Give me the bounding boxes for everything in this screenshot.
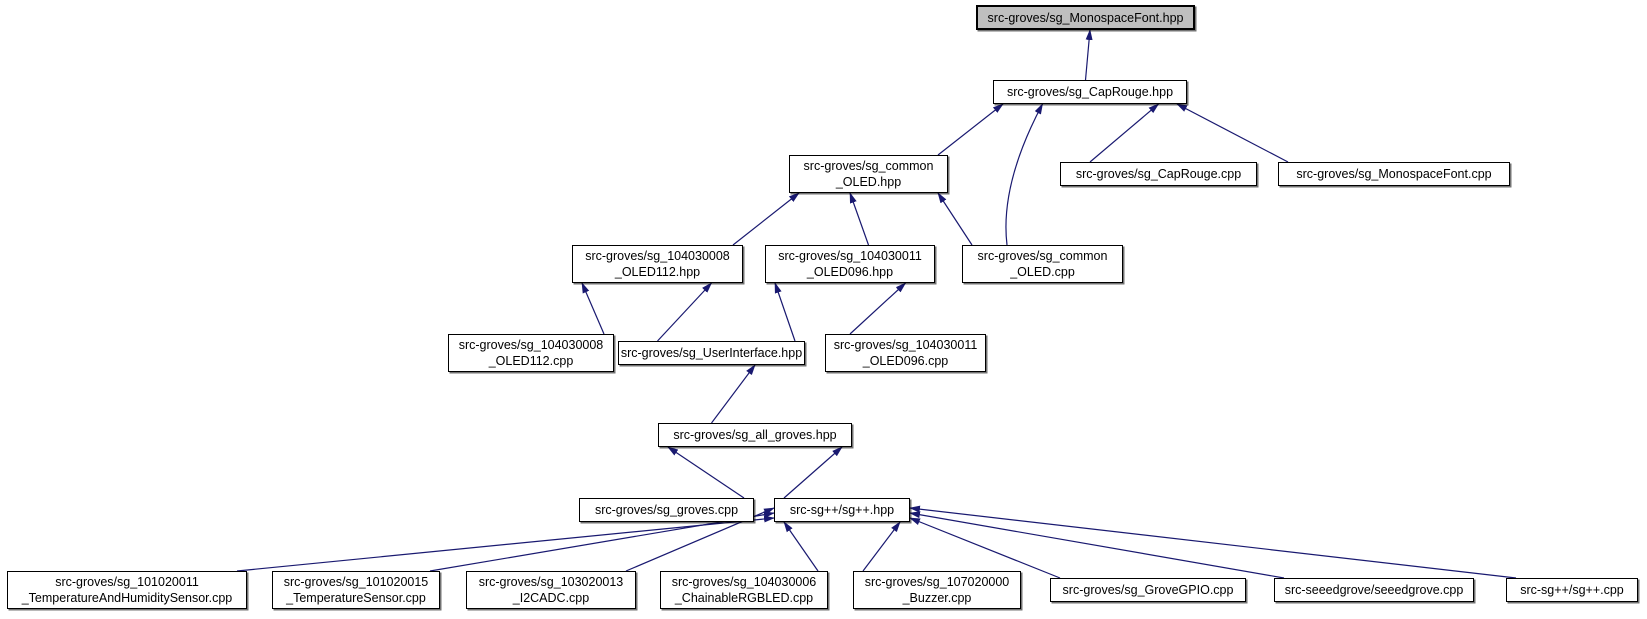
graph-node-t7[interactable]: src-seeedgrove/seeedgrove.cpp (1274, 578, 1474, 602)
node-label-line: _OLED.hpp (835, 175, 902, 189)
node-label-line: _Buzzer.cpp (902, 591, 972, 605)
node-label-line: src-groves/sg_101020011 (55, 575, 199, 589)
node-label-line: src-groves/sg_104030006 (671, 575, 817, 589)
node-label-line: src-groves/sg_GroveGPIO.cpp (1062, 583, 1234, 597)
node-label-line: _TemperatureAndHumiditySensor.cpp (21, 591, 233, 605)
node-label-line: src-groves/sg_UserInterface.hpp (620, 346, 803, 360)
node-label-line: _OLED.cpp (1010, 265, 1075, 279)
edge-t5-to-sgpp_hpp (862, 521, 901, 572)
node-label-line: src-groves/sg_104030008 (458, 338, 604, 352)
graph-node-t8[interactable]: src-sg++/sg++.cpp (1506, 578, 1638, 602)
graph-node-msf_hpp[interactable]: src-groves/sg_MonospaceFont.hpp (976, 5, 1195, 30)
edge-ui_hpp-to-o096_hpp (774, 282, 796, 342)
edge-cr_hpp-to-msf_hpp (1084, 29, 1093, 81)
graph-node-ag_hpp[interactable]: src-groves/sg_all_groves.hpp (658, 423, 852, 447)
node-label-line: src-groves/sg_107020000 (864, 575, 1010, 589)
edge-msf_cpp-to-cr_hpp (1176, 103, 1289, 163)
node-label-line: src-groves/sg_104030011 (833, 338, 978, 352)
node-label-line: src-groves/sg_MonospaceFont.hpp (987, 10, 1184, 25)
edge-t4-to-sgpp_hpp (783, 521, 819, 572)
edge-co_hpp-to-cr_hpp (937, 103, 1004, 156)
node-label-line: _OLED096.hpp (806, 265, 894, 279)
edge-o096_cpp-to-o096_hpp (849, 282, 907, 335)
graph-node-ui_hpp[interactable]: src-groves/sg_UserInterface.hpp (618, 341, 805, 365)
graph-node-msf_cpp[interactable]: src-groves/sg_MonospaceFont.cpp (1278, 162, 1510, 186)
graph-node-co_hpp[interactable]: src-groves/sg_common _OLED.hpp (789, 155, 948, 193)
node-label-line: src-seeedgrove/seeedgrove.cpp (1284, 583, 1464, 597)
edge-co_cpp-to-co_hpp (937, 192, 973, 246)
graph-node-t2[interactable]: src-groves/sg_101020015 _TemperatureSenso… (272, 571, 440, 609)
node-label-line: _ChainableRGBLED.cpp (674, 591, 814, 605)
edge-o112_cpp-to-o112_hpp (581, 282, 605, 335)
node-label-line: src-groves/sg_common (977, 249, 1108, 263)
graph-node-o112_hpp[interactable]: src-groves/sg_104030008 _OLED112.hpp (572, 245, 743, 283)
node-label-line: src-groves/sg_104030008 (585, 249, 730, 263)
node-label-line: src-groves/sg_101020015 (283, 575, 429, 589)
edge-t2-to-sgpp_hpp (429, 511, 775, 572)
graph-node-sgpp_hpp[interactable]: src-sg++/sg++.hpp (774, 498, 910, 522)
edge-t8-to-sgpp_hpp (909, 505, 1517, 579)
node-label-line: src-groves/sg_all_groves.hpp (673, 428, 837, 442)
node-label-line: _OLED112.cpp (488, 354, 574, 368)
edge-cr_cpp-to-cr_hpp (1089, 103, 1160, 163)
node-label-line: src-groves/sg_CapRouge.hpp (1006, 85, 1174, 99)
edge-ag_hpp-to-ui_hpp (711, 364, 756, 424)
graph-node-o096_cpp[interactable]: src-groves/sg_104030011 _OLED096.cpp (825, 334, 986, 372)
node-label-line: src-groves/sg_CapRouge.cpp (1075, 167, 1242, 181)
edge-t6-to-sgpp_hpp (909, 517, 1061, 579)
edge-t1-to-sgpp_hpp (236, 515, 775, 572)
edge-g_cpp-to-ag_hpp (667, 446, 745, 499)
node-label-line: src-groves/sg_103020013 (478, 575, 624, 589)
edge-sgpp_hpp-to-ag_hpp (783, 446, 843, 499)
edge-o096_hpp-to-co_hpp (849, 192, 870, 246)
edge-t7-to-sgpp_hpp (909, 511, 1285, 579)
graph-node-t1[interactable]: src-groves/sg_101020011 _TemperatureAndHu… (7, 571, 247, 609)
node-label-line: src-groves/sg_104030011 (778, 249, 922, 263)
node-label-line: src-groves/sg_groves.cpp (594, 503, 739, 517)
node-label-line: src-groves/sg_common (803, 159, 934, 173)
graph-node-g_cpp[interactable]: src-groves/sg_groves.cpp (579, 498, 754, 522)
node-label-line: src-sg++/sg++.hpp (789, 503, 895, 517)
node-label-line: _TemperatureSensor.cpp (286, 591, 426, 605)
graph-node-cr_hpp[interactable]: src-groves/sg_CapRouge.hpp (993, 80, 1187, 104)
graph-node-t4[interactable]: src-groves/sg_104030006 _ChainableRGBLED.… (660, 571, 828, 609)
edge-o112_hpp-to-co_hpp (732, 192, 800, 246)
graph-node-cr_cpp[interactable]: src-groves/sg_CapRouge.cpp (1060, 162, 1257, 186)
graph-node-t3[interactable]: src-groves/sg_103020013 _I2CADC.cpp (466, 571, 636, 609)
graph-node-t6[interactable]: src-groves/sg_GroveGPIO.cpp (1050, 578, 1246, 602)
node-label-line: _OLED112.hpp (614, 265, 701, 279)
graph-node-o096_hpp[interactable]: src-groves/sg_104030011 _OLED096.hpp (765, 245, 935, 283)
node-label-line: src-sg++/sg++.cpp (1520, 583, 1624, 597)
edge-co_cpp-to-cr_hpp (1005, 103, 1044, 246)
node-label-line: _OLED096.cpp (862, 354, 949, 368)
graph-node-t5[interactable]: src-groves/sg_107020000 _Buzzer.cpp (853, 571, 1021, 609)
node-label-line: _I2CADC.cpp (512, 591, 590, 605)
edge-ui_hpp-to-o112_hpp (657, 282, 713, 342)
graph-node-co_cpp[interactable]: src-groves/sg_common _OLED.cpp (962, 245, 1123, 283)
graph-node-o112_cpp[interactable]: src-groves/sg_104030008 _OLED112.cpp (448, 334, 614, 372)
node-label-line: src-groves/sg_MonospaceFont.cpp (1296, 167, 1492, 181)
